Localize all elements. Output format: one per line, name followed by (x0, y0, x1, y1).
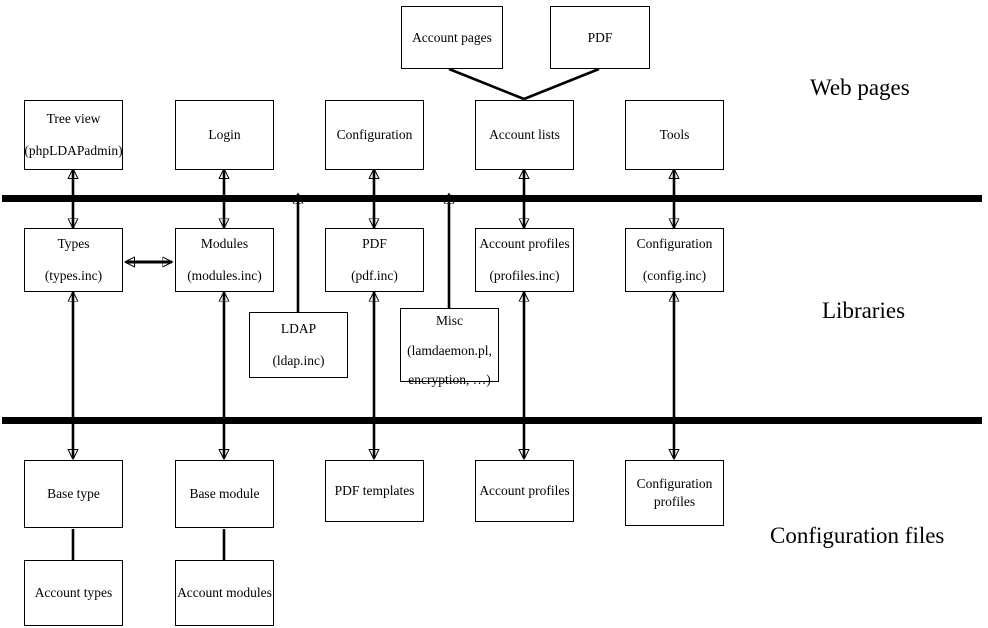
box-tree-view-title: Tree view (46, 111, 101, 127)
web-library-separator (2, 195, 982, 202)
box-types[interactable]: Types (types.inc) (24, 228, 123, 292)
box-login[interactable]: Login (175, 100, 274, 170)
box-misc-subtitle-1: (lamdaemon.pl, (407, 342, 492, 358)
box-account-types[interactable]: Account types (24, 560, 123, 626)
box-misc-title: Misc (436, 313, 463, 328)
box-base-type[interactable]: Base type (24, 460, 123, 528)
box-account-pages[interactable]: Account pages (401, 6, 503, 69)
box-pdf-templates[interactable]: PDF templates (325, 460, 424, 522)
box-account-lists[interactable]: Account lists (475, 100, 574, 170)
box-types-title: Types (57, 236, 90, 252)
box-base-module[interactable]: Base module (175, 460, 274, 528)
box-account-profiles-cfg-label: Account profiles (479, 483, 570, 499)
box-configuration-profiles-title: Configuration (636, 476, 713, 492)
box-configuration-lib-subtitle: (config.inc) (642, 268, 707, 283)
box-login-label: Login (208, 127, 241, 143)
box-modules-subtitle: (modules.inc) (187, 268, 262, 283)
box-configuration-lib[interactable]: Configuration (config.inc) (625, 228, 724, 292)
box-tree-view[interactable]: Tree view (phpLDAPadmin) (24, 100, 123, 170)
section-label-libraries: Libraries (822, 298, 906, 323)
box-pdf-lib-subtitle: (pdf.inc) (351, 268, 398, 283)
box-pdf-top-label: PDF (587, 29, 613, 45)
box-tools[interactable]: Tools (625, 100, 724, 170)
edge-account-pages-to-account-lists (448, 67, 525, 101)
box-tree-view-subtitle: (phpLDAPadmin) (24, 143, 123, 158)
box-ldap[interactable]: LDAP (ldap.inc) (249, 312, 348, 378)
box-account-modules[interactable]: Account modules (175, 560, 274, 626)
box-configuration-web-label: Configuration (336, 127, 413, 143)
section-label-web-pages: Web pages (810, 75, 910, 100)
box-configuration-web[interactable]: Configuration (325, 100, 424, 170)
box-ldap-title: LDAP (280, 321, 317, 337)
box-account-profiles-lib-title: Account profiles (479, 236, 570, 252)
box-pdf-lib[interactable]: PDF (pdf.inc) (325, 228, 424, 292)
section-label-configuration-files: Configuration files (770, 523, 945, 548)
box-misc-subtitle-2: encryption, …) (408, 372, 491, 388)
box-account-pages-label: Account pages (412, 29, 492, 45)
edge-pdf-to-account-lists (523, 67, 600, 101)
library-config-separator (2, 417, 982, 424)
box-pdf-lib-title: PDF (362, 236, 387, 252)
box-configuration-profiles-subtitle: profiles (653, 494, 696, 509)
box-account-profiles-cfg[interactable]: Account profiles (475, 460, 574, 522)
box-account-types-label: Account types (34, 585, 113, 601)
box-modules-title: Modules (200, 236, 249, 252)
box-modules[interactable]: Modules (modules.inc) (175, 228, 274, 292)
box-types-subtitle: (types.inc) (44, 268, 103, 283)
box-misc[interactable]: Misc (lamdaemon.pl, encryption, …) (400, 308, 499, 387)
box-tools-label: Tools (659, 127, 690, 143)
box-account-lists-label: Account lists (489, 127, 560, 143)
box-base-type-label: Base type (47, 486, 100, 502)
box-account-profiles-lib-subtitle: (profiles.inc) (489, 268, 560, 283)
box-configuration-profiles[interactable]: Configuration profiles (625, 460, 724, 526)
box-configuration-lib-title: Configuration (636, 236, 713, 252)
box-base-module-label: Base module (189, 486, 260, 502)
box-pdf-top[interactable]: PDF (550, 6, 650, 69)
box-account-profiles-lib[interactable]: Account profiles (profiles.inc) (475, 228, 574, 292)
box-ldap-subtitle: (ldap.inc) (272, 353, 325, 368)
box-account-modules-label: Account modules (177, 585, 272, 601)
box-pdf-templates-label: PDF templates (334, 483, 415, 499)
